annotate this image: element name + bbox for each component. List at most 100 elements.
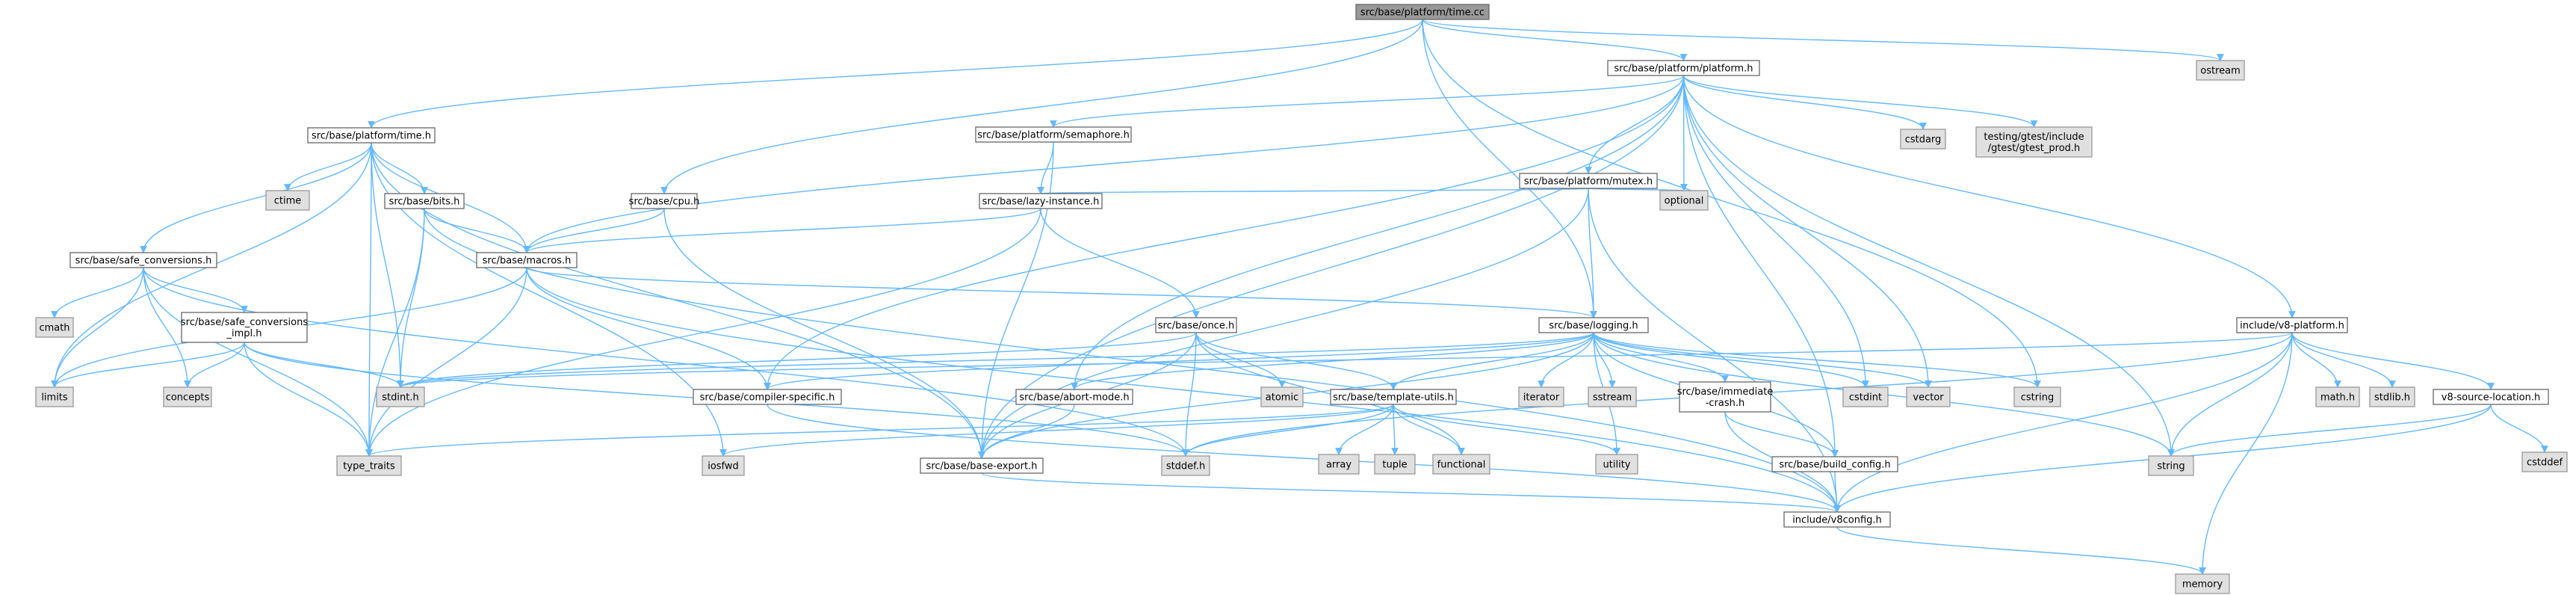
node-box — [1906, 386, 1951, 407]
node-box — [1900, 129, 1946, 149]
node-platform-h[interactable]: src/base/platform/platform.h — [1607, 60, 1760, 76]
edge-safe_conv_impl_h-to-type_traits — [244, 342, 373, 457]
edge-immediate_crash_h-to-build_config_h — [1724, 411, 1839, 457]
node-stdint-h: stdint.h — [376, 386, 425, 407]
edge-platform_h-to-cstdint — [1682, 75, 1869, 388]
node-safe-conv-h[interactable]: src/base/safe_conversions.h — [69, 252, 217, 268]
node-label: src/base/cpu.h — [629, 197, 700, 208]
node-box — [2521, 451, 2568, 472]
node-array: array — [1318, 454, 1360, 475]
node-semaphore-h[interactable]: src/base/platform/semaphore.h — [975, 126, 1132, 143]
node-optional: optional — [1659, 190, 1709, 211]
node-v8-platform-h[interactable]: include/v8-platform.h — [2236, 317, 2348, 333]
node-box — [35, 317, 74, 338]
node-time-h[interactable]: src/base/platform/time.h — [307, 127, 436, 144]
edge-macros_h-to-compiler_specific_h — [526, 267, 771, 390]
edge-v8_platform_h-to-stdlib_h — [2291, 332, 2396, 388]
node-label: ostream — [2200, 66, 2241, 77]
edge-safe_conv_impl_h-to-stdint_h — [244, 342, 404, 388]
node-safe-conv-impl-h[interactable]: src/base/safe_conversions_impl.h — [181, 312, 308, 343]
edge-time_cc-to-cstring — [1422, 19, 2041, 388]
edge-v8config_h-to-memory — [1836, 526, 2206, 575]
node-lazy-instance-h[interactable]: src/base/lazy-instance.h — [979, 193, 1103, 209]
node-box — [2433, 389, 2549, 405]
edge-safe_conv_h-to-cmath — [51, 267, 144, 318]
node-label: src/base/template-utils.h — [1333, 392, 1454, 404]
edge-v8_platform_h-to-string — [2167, 332, 2293, 457]
node-label: stddef.h — [1166, 461, 1205, 472]
node-label: src/base/base-export.h — [926, 461, 1038, 472]
node-box — [384, 193, 465, 209]
node-compiler-specific-h[interactable]: src/base/compiler-specific.h — [693, 389, 842, 405]
node-box — [979, 193, 1103, 209]
node-label: concepts — [166, 392, 210, 404]
node-label: src/base/bits.h — [389, 197, 460, 208]
edge-bits_h-to-macros_h — [424, 208, 530, 253]
node-stddef-h: stddef.h — [1161, 455, 1210, 476]
node-box — [336, 455, 402, 476]
node-math-h: math.h — [2315, 386, 2360, 407]
node-label: stdlib.h — [2374, 392, 2410, 404]
node-label: src/base/platform/platform.h — [1614, 64, 1753, 75]
node-atomic: atomic — [1260, 386, 1304, 407]
node-box — [1330, 389, 1457, 405]
edge-compiler_specific_h-to-v8config_h — [767, 404, 1841, 513]
edge-safe_conv_impl_h-to-concepts — [184, 342, 245, 388]
node-cpu-h[interactable]: src/base/cpu.h — [629, 193, 700, 209]
node-box — [1538, 317, 1649, 333]
edge-logging_h-to-cstdint — [1593, 332, 1869, 388]
node-build-config-h[interactable]: src/base/build_config.h — [1771, 456, 1898, 472]
edge-bits_h-to-type_traits — [365, 208, 425, 457]
edge-safe_conv_h-to-limits — [51, 267, 144, 388]
edge-template_utils_h-to-stddef_h — [1182, 404, 1394, 457]
node-bits-h[interactable]: src/base/bits.h — [384, 193, 465, 209]
node-box — [1432, 454, 1490, 475]
node-label: src/base/safe_conversions.h — [75, 256, 212, 267]
node-once-h[interactable]: src/base/once.h — [1155, 317, 1237, 333]
node-box — [1318, 454, 1360, 475]
node-logging-h[interactable]: src/base/logging.h — [1538, 317, 1649, 333]
edge-platform_h-to-compiler_specific_h — [764, 75, 1685, 390]
node-box — [1015, 389, 1133, 405]
node-type-traits: type_traits — [336, 455, 402, 476]
node-box — [2196, 60, 2245, 81]
node-abort-mode-h[interactable]: src/base/abort-mode.h — [1015, 389, 1133, 405]
node-box — [2236, 317, 2348, 333]
node-box — [2315, 386, 2360, 407]
edge-platform_h-to-abort_mode_h — [1071, 75, 1685, 390]
node-label: limits — [41, 392, 68, 404]
node-box — [69, 252, 217, 268]
edge-semaphore_h-to-lazy_instance_h — [1037, 141, 1054, 194]
node-mutex-h[interactable]: src/base/platform/mutex.h — [1519, 173, 1658, 189]
node-box — [476, 252, 578, 268]
node-label: src/base/compiler-specific.h — [700, 392, 835, 404]
node-box — [1355, 4, 1490, 20]
edge-v8_platform_h-to-v8_source_location_h — [2291, 332, 2495, 390]
node-immediate-crash-h[interactable]: src/base/immediate-crash.h — [1677, 381, 1774, 413]
node-cstdarg: cstdarg — [1900, 129, 1946, 149]
edge-macros_h-to-v8config_h — [526, 267, 1841, 513]
node-limits: limits — [35, 386, 74, 407]
edge-lazy_instance_h-to-once_h — [1040, 208, 1200, 318]
node-label: src/base/platform/time.h — [312, 131, 431, 142]
edge-v8_source_location_h-to-string — [2167, 404, 2492, 457]
node-utility: utility — [1595, 454, 1638, 475]
node-macros-h[interactable]: src/base/macros.h — [476, 252, 578, 268]
node-label: _impl.h — [226, 328, 261, 339]
node-label: functional — [1437, 460, 1486, 471]
node-v8-source-location-h[interactable]: v8-source-location.h — [2433, 389, 2549, 405]
edge-platform_h-to-string — [1682, 75, 2175, 457]
node-template-utils-h[interactable]: src/base/template-utils.h — [1330, 389, 1457, 405]
node-v8config-h[interactable]: include/v8config.h — [1783, 511, 1891, 528]
node-label: src/base/logging.h — [1549, 321, 1638, 332]
node-box — [693, 389, 842, 405]
edge-macros_h-to-type_traits — [365, 267, 527, 457]
node-base-export-h[interactable]: src/base/base-export.h — [920, 457, 1044, 474]
node-box — [1519, 173, 1658, 189]
node-concepts: concepts — [163, 386, 212, 407]
node-box — [1679, 381, 1771, 413]
node-box — [376, 386, 425, 407]
node-label: math.h — [2320, 392, 2355, 404]
node-time-cc[interactable]: src/base/platform/time.cc — [1355, 4, 1490, 20]
node-label: src/base/safe_conversions — [181, 317, 308, 328]
